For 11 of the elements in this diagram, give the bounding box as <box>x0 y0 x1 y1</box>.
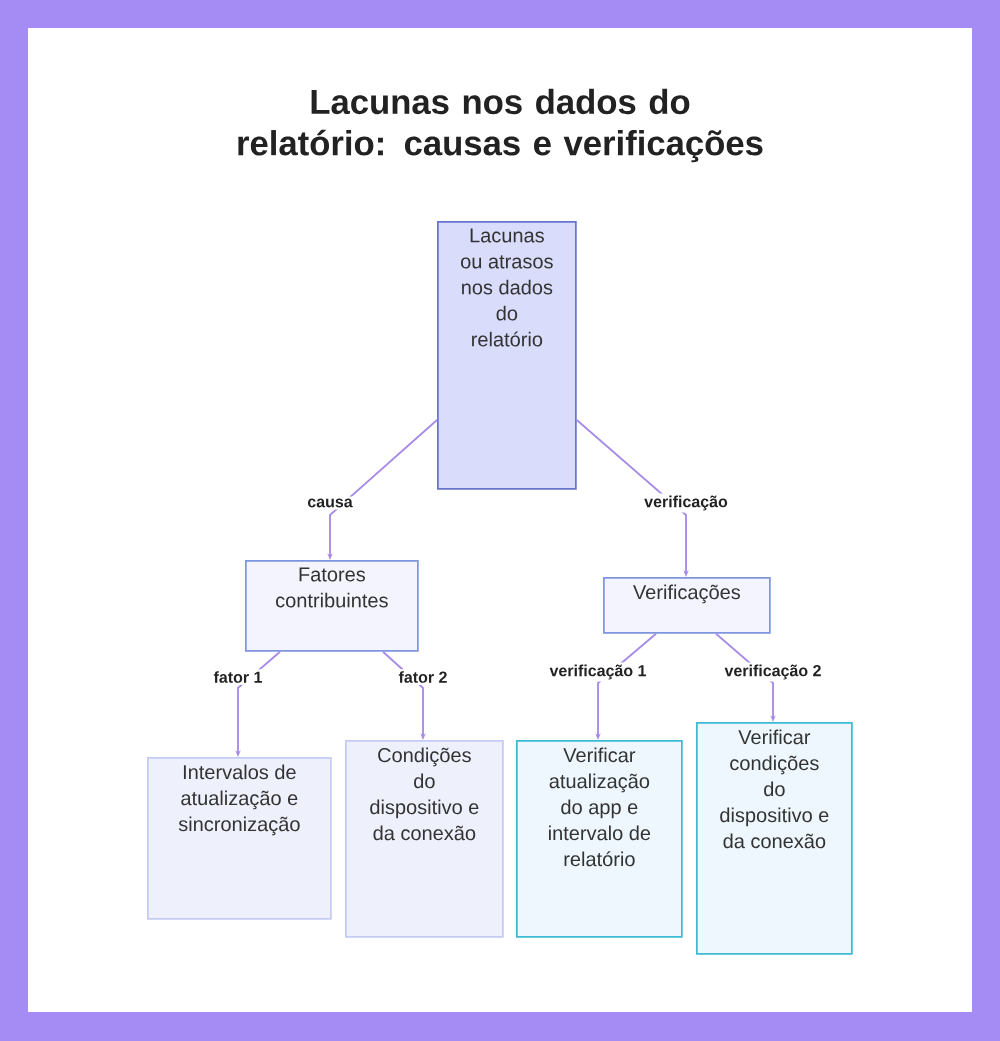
title: Lacunas nos dados do relatório: causas e verificações <box>238 88 763 163</box>
edge-label: fator 2 <box>396 669 450 685</box>
process-box: Verificar atualização do app e intervalo de relatório <box>516 740 683 938</box>
process-box: Verificações <box>603 577 771 634</box>
process-box: Fatores contribuintes <box>245 560 419 652</box>
arrow <box>575 419 689 577</box>
process-box: Condições do dispositivo e da conexão <box>345 740 504 938</box>
process-box: Intervalos de atualização e sincronização <box>147 757 332 920</box>
process-box: Verificar condições do dispositivo e da conexão <box>696 722 853 955</box>
edge-label: fator 1 <box>211 669 265 685</box>
process-box: Lacunas ou atrasos nos dados do relatório <box>437 221 577 490</box>
